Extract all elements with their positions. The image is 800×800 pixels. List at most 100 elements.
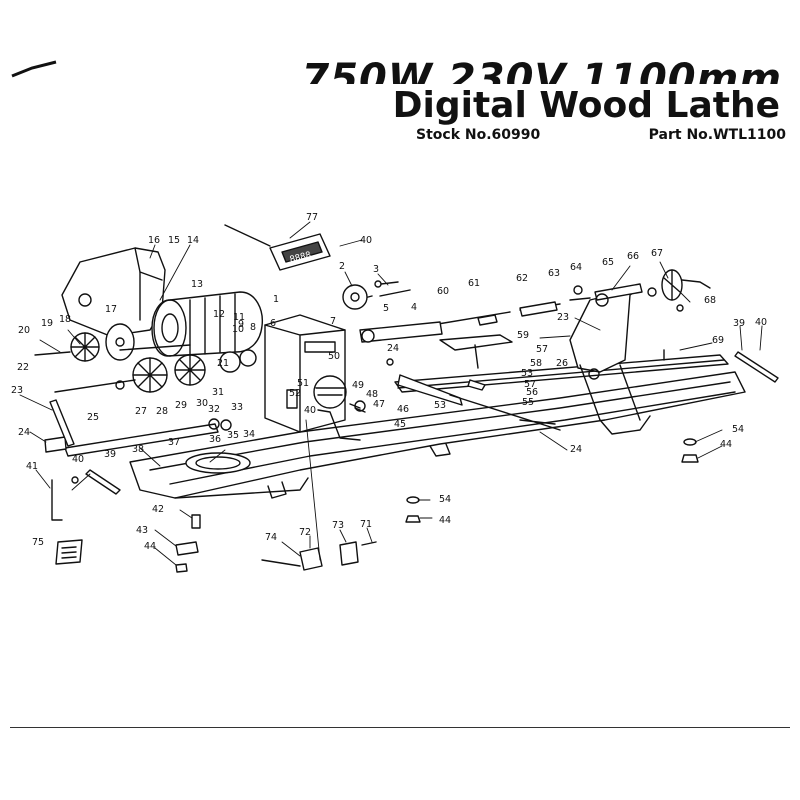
callout-1: 1 [273, 294, 279, 305]
callout-24: 24 [570, 444, 582, 455]
callout-28: 28 [156, 406, 168, 417]
callout-68: 68 [704, 295, 716, 306]
tailstock-handwheel [661, 269, 711, 301]
callout-3: 3 [373, 264, 379, 275]
control-box [264, 314, 347, 433]
callout-5: 5 [383, 303, 389, 314]
remote-switch-group [261, 541, 377, 571]
callout-57: 57 [524, 379, 536, 390]
footer-contact-line [12, 728, 16, 738]
callout-9: 9 [238, 319, 244, 330]
callout-66: 66 [627, 251, 639, 262]
callout-65: 65 [602, 257, 614, 268]
callout-50: 50 [328, 351, 340, 362]
callout-62: 62 [516, 273, 528, 284]
quill-parts [342, 284, 591, 343]
callout-53: 53 [521, 368, 533, 379]
callout-71: 71 [360, 519, 372, 530]
motor [151, 291, 263, 357]
callout-73: 73 [332, 520, 344, 531]
tool-rest [397, 334, 561, 431]
callout-67: 67 [651, 248, 663, 259]
callout-16: 16 [148, 235, 160, 246]
callout-49: 49 [352, 380, 364, 391]
callout-12: 12 [213, 309, 225, 320]
callout-11: 11 [233, 312, 245, 323]
callout-44: 44 [720, 439, 732, 450]
callout-7: 7 [330, 316, 336, 327]
feet-and-bolts [49, 351, 779, 573]
callout-40: 40 [304, 405, 316, 416]
digital-display [224, 224, 331, 271]
callout-46: 46 [397, 404, 409, 415]
callout-42: 42 [152, 504, 164, 515]
callout-52: 52 [289, 388, 301, 399]
callout-37: 37 [168, 437, 180, 448]
corner-mark [11, 60, 57, 78]
pulleys [70, 323, 257, 393]
callout-14: 14 [187, 235, 199, 246]
callout-30: 30 [196, 398, 208, 409]
callout-43: 43 [136, 525, 148, 536]
spindle-shaft [34, 344, 219, 457]
callout-44: 44 [144, 541, 156, 552]
callout-40: 40 [360, 235, 372, 246]
callout-77: 77 [306, 212, 318, 223]
callout-18: 18 [59, 314, 71, 325]
callout-45: 45 [394, 419, 406, 430]
callout-19: 19 [41, 318, 53, 329]
callout-23: 23 [11, 385, 23, 396]
callout-36: 36 [209, 434, 221, 445]
callout-39: 39 [733, 318, 745, 329]
callout-17: 17 [105, 304, 117, 315]
callout-20: 20 [18, 325, 30, 336]
callout-24: 24 [18, 427, 30, 438]
callout-23: 23 [557, 312, 569, 323]
callout-41: 41 [26, 461, 38, 472]
leader-lines [19, 221, 763, 566]
callout-69: 69 [712, 335, 724, 346]
tailstock [569, 283, 643, 421]
callout-38: 38 [132, 444, 144, 455]
callout-47: 47 [373, 399, 385, 410]
callout-61: 61 [468, 278, 480, 289]
callout-39: 39 [104, 449, 116, 460]
callout-25: 25 [87, 412, 99, 423]
callout-27: 27 [135, 406, 147, 417]
callout-32: 32 [208, 404, 220, 415]
callout-8: 8 [250, 322, 256, 333]
callout-6: 6 [270, 318, 276, 329]
callout-55: 55 [522, 397, 534, 408]
callout-34: 34 [243, 429, 255, 440]
callout-63: 63 [548, 268, 560, 279]
callout-56: 56 [526, 387, 538, 398]
title-model-spec: 750W 230V 1100mm [301, 56, 782, 84]
callout-72: 72 [299, 527, 311, 538]
part-number: Part No.WTL1100 [648, 127, 786, 143]
callout-31: 31 [212, 387, 224, 398]
callout-74: 74 [265, 532, 277, 543]
headstock-housing [61, 247, 166, 337]
callout-58: 58 [530, 358, 542, 369]
callout-10: 10 [232, 324, 244, 335]
callout-24: 24 [387, 343, 399, 354]
footer-rule [10, 727, 790, 728]
title-product-name: Digital Wood Lathe [392, 85, 780, 126]
callout-54: 54 [439, 494, 451, 505]
callout-48: 48 [366, 389, 378, 400]
callout-51: 51 [297, 378, 309, 389]
callout-21: 21 [217, 358, 229, 369]
callout-53: 53 [434, 400, 446, 411]
callout-29: 29 [175, 400, 187, 411]
callout-60: 60 [437, 286, 449, 297]
callout-4: 4 [411, 302, 417, 313]
manual-booklet [55, 539, 83, 565]
callout-33: 33 [231, 402, 243, 413]
banjo-plate [185, 452, 251, 474]
callout-44: 44 [439, 515, 451, 526]
callout-35: 35 [227, 430, 239, 441]
callout-64: 64 [570, 262, 582, 273]
